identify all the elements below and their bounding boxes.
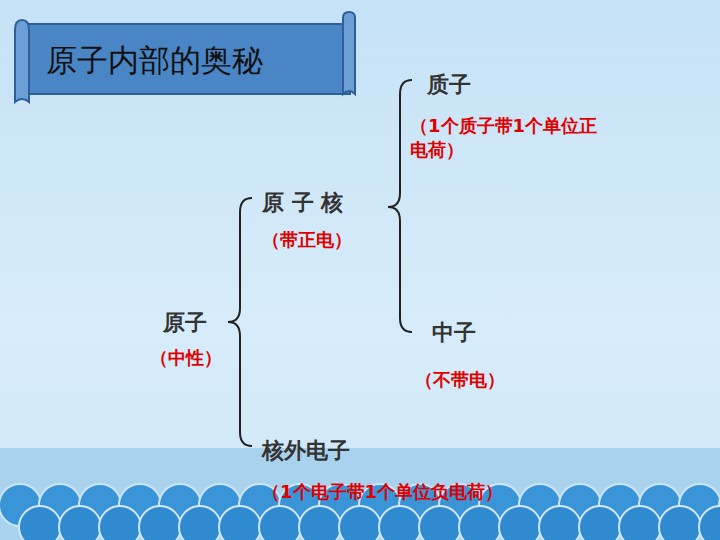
wave-bump xyxy=(219,506,261,540)
wave-bump xyxy=(179,506,221,540)
wave-bump xyxy=(379,506,421,540)
tree-note: （中性） xyxy=(150,346,222,370)
wave-bump xyxy=(19,506,61,540)
tree-note: （不带电） xyxy=(415,368,505,392)
wave-bump xyxy=(659,506,701,540)
tree-term: 原子 xyxy=(163,308,207,338)
wave-bump xyxy=(619,506,661,540)
tree-note: （带正电） xyxy=(262,228,352,252)
title-banner xyxy=(22,24,350,94)
wave-bump xyxy=(699,506,720,540)
wave-bump xyxy=(499,506,541,540)
brace xyxy=(388,80,412,332)
tree-note: （1个质子带1个单位正电荷） xyxy=(410,114,610,163)
diagram-title: 原子内部的奥秘 xyxy=(46,40,263,82)
wave-bump xyxy=(59,506,101,540)
wave-bump xyxy=(299,506,341,540)
wave-bump xyxy=(259,506,301,540)
wave-bump xyxy=(539,506,581,540)
tree-term: 核外电子 xyxy=(262,436,350,466)
tree-term: 原 子 核 xyxy=(262,188,343,218)
banner-roll xyxy=(343,12,355,94)
tree-term: 中子 xyxy=(432,318,476,348)
wave-bump xyxy=(419,506,461,540)
wave-bump xyxy=(139,506,181,540)
wave-bump xyxy=(339,506,381,540)
wave-bump xyxy=(99,506,141,540)
wave-bump xyxy=(579,506,621,540)
tree-term: 质子 xyxy=(427,70,471,100)
wave-bump xyxy=(459,506,501,540)
tree-note: （1个电子带1个单位负电荷） xyxy=(262,480,503,504)
brace xyxy=(228,198,252,446)
banner-roll xyxy=(15,20,29,102)
